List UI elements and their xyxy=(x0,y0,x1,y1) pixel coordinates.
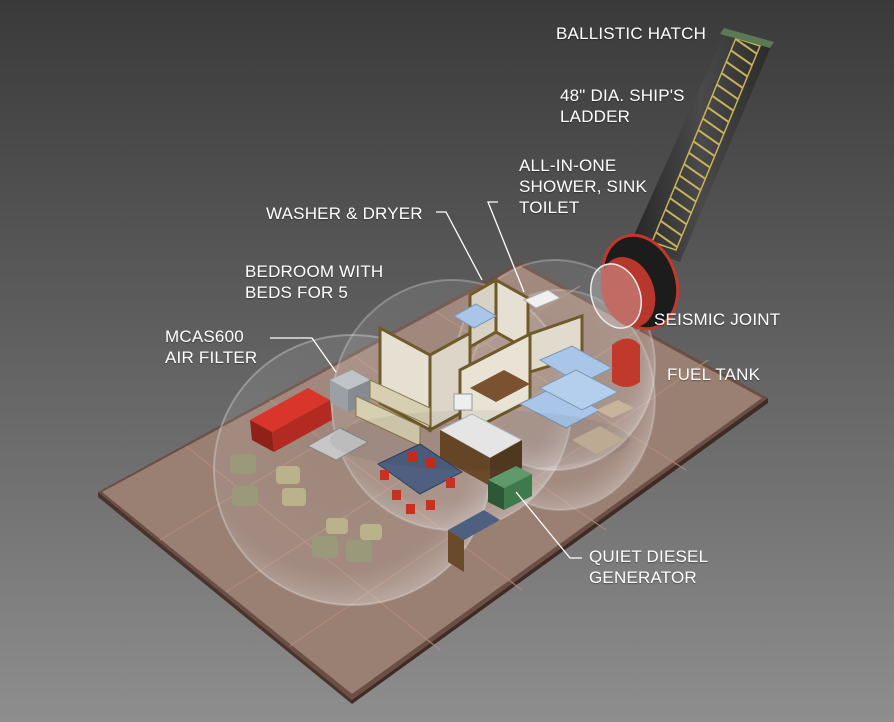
desk xyxy=(448,510,500,572)
label-air-filter: MCAS600 AIR FILTER xyxy=(165,327,258,367)
label-bedroom: BEDROOM WITH BEDS FOR 5 xyxy=(245,262,384,302)
label-ladder: 48" DIA. SHIP'S LADDER xyxy=(560,86,685,126)
bedroom-tables xyxy=(572,400,634,454)
label-seismic-joint: SEISMIC JOINT xyxy=(654,310,781,329)
diesel-generator xyxy=(488,466,532,510)
leader-bathroom xyxy=(487,201,525,293)
leader-air-filter xyxy=(270,337,337,373)
dome-shadow xyxy=(330,410,630,470)
fuel-tank xyxy=(612,338,640,387)
lounge-chairs xyxy=(230,454,382,562)
leader-washer-dryer xyxy=(436,211,483,281)
kitchen-counter xyxy=(438,370,530,486)
microwave xyxy=(453,393,473,411)
seismic-joint-collar xyxy=(590,233,680,331)
dining-chairs xyxy=(380,452,455,514)
ladder-tube xyxy=(630,28,774,262)
beds xyxy=(452,303,620,429)
washer-dryer xyxy=(522,289,562,309)
dining-table xyxy=(377,443,463,495)
sofa xyxy=(250,388,332,452)
leader-generator xyxy=(515,491,582,559)
label-generator: QUIET DIESEL GENERATOR xyxy=(589,547,709,587)
label-washer-dryer: WASHER & DRYER xyxy=(266,204,423,223)
label-ballistic-hatch: BALLISTIC HATCH xyxy=(556,24,707,43)
label-bathroom: ALL-IN-ONE SHOWER, SINK TOILET xyxy=(519,156,648,217)
label-fuel-tank: FUEL TANK xyxy=(667,365,761,384)
leader-lines xyxy=(270,201,582,559)
coffee-table xyxy=(306,427,370,461)
air-filter-unit xyxy=(330,370,370,412)
